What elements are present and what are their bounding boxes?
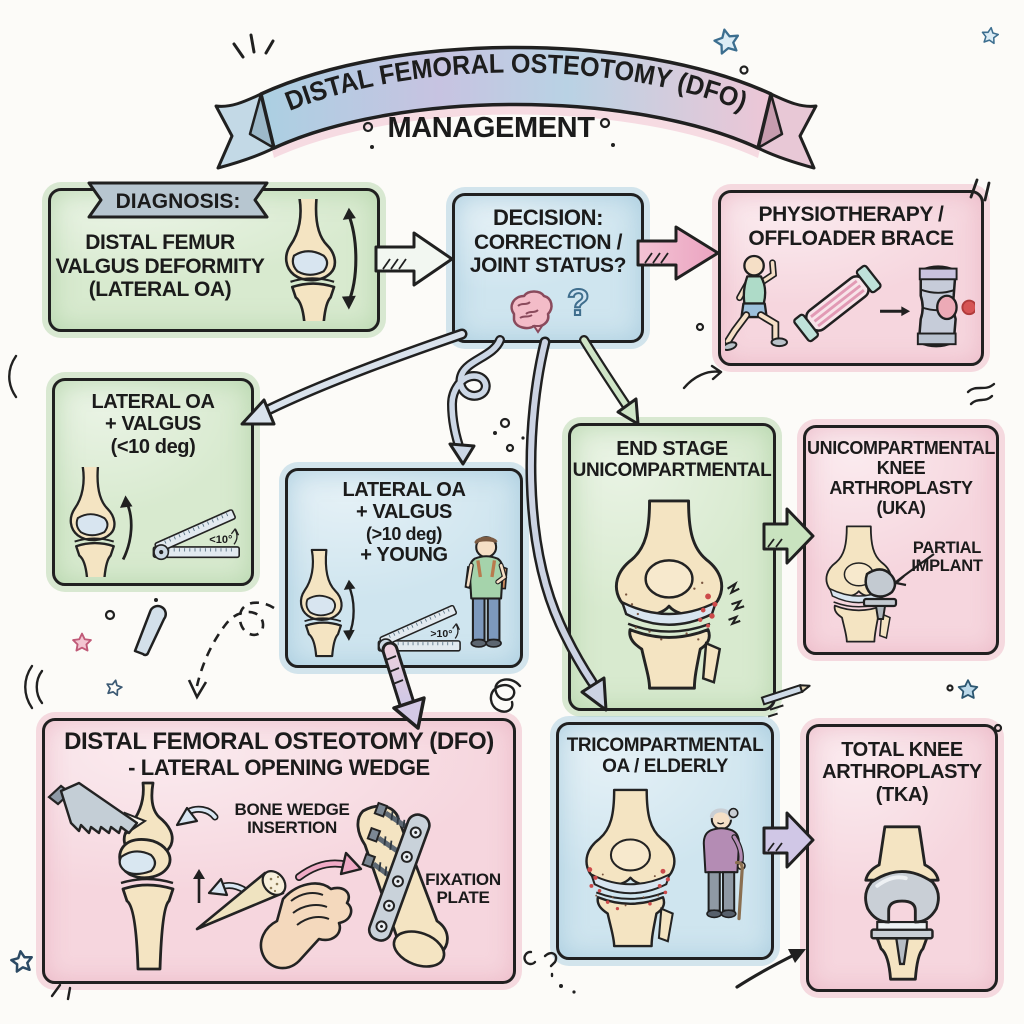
tka-line: (TKA) [875, 783, 929, 806]
title-ribbon-banner: DISTAL FEMORAL OSTEOTOMY (DFO) [214, 45, 818, 170]
up-arrow-icon [193, 869, 205, 903]
physio-icons [725, 254, 975, 351]
oa-knee-front-icon [585, 788, 676, 948]
end-stage-line: UNICOMPARTMENTAL [572, 460, 772, 482]
valgus-major-line: + VALGUS [356, 501, 452, 524]
partial-implant-callout: PARTIAL IMPLANT [911, 539, 983, 575]
inflammation-dots [587, 867, 670, 911]
oa-knee-front-icon [614, 499, 745, 690]
physio-line: OFFLOADER BRACE [748, 226, 954, 250]
decision-box: DECISION: CORRECTION / JOINT STATUS? ? [452, 193, 644, 343]
wedge-direction-arrow [175, 805, 219, 827]
arrow-decision-to-valgus-minor [240, 328, 468, 426]
end-stage-box: END STAGE UNICOMPARTMENTAL [568, 423, 776, 711]
tricomp-line: OA / ELDERLY [602, 756, 728, 778]
uka-line: ARTHROPLASTY [829, 478, 973, 499]
angle-label: <10° [209, 534, 232, 546]
physio-line: PHYSIOTHERAPY / [758, 203, 944, 226]
question-mark-icon: ? [566, 281, 591, 324]
elderly-person-icon [702, 807, 746, 921]
valgus-minor-line: (<10 deg) [110, 435, 196, 458]
pain-squiggles [726, 581, 745, 626]
valgus-minor-line: LATERAL OA [91, 391, 215, 413]
dfo-title-line: DISTAL FEMORAL OSTEOTOMY (DFO) [64, 728, 494, 755]
arrow-decision-to-valgus-major [446, 335, 505, 466]
wedge-tool-doodle [133, 604, 167, 657]
knee-brace-icon [916, 265, 975, 348]
valgus-major-box: LATERAL OA + VALGUS (>10 deg) + YOUNG >1… [285, 468, 523, 668]
resistance-band-icon [793, 264, 882, 343]
lunging-person-icon [725, 254, 788, 351]
stipple-dots [595, 873, 660, 907]
bone-wedge-label: BONE WEDGE INSERTION [234, 800, 350, 838]
knee-side-icon [69, 467, 133, 577]
physiotherapy-box: PHYSIOTHERAPY / OFFLOADER BRACE [718, 190, 984, 366]
dfo-illustration [47, 781, 449, 971]
arrow-decision-to-physio [636, 225, 720, 281]
tka-box: TOTAL KNEE ARTHROPLASTY (TKA) [806, 724, 998, 992]
diagnosis-box: DIAGNOSIS: DISTAL FEMUR VALGUS DEFORMITY… [48, 181, 380, 332]
uka-box: UNICOMPARTMENTAL KNEE ARTHROPLASTY (UKA)… [803, 425, 999, 655]
arrow-diagnosis-to-decision [374, 231, 454, 287]
diagnosis-header: DIAGNOSIS: [116, 190, 241, 213]
bone-wedge-hand-icon [195, 870, 353, 970]
plate-step-arrow [295, 851, 363, 881]
banner-subtitle: MANAGEMENT [387, 112, 595, 144]
diagnosis-ribbon: DIAGNOSIS: [87, 181, 269, 219]
dfo-box: DISTAL FEMORAL OSTEOTOMY (DFO) - LATERAL… [42, 718, 516, 984]
tricompartmental-box: TRICOMPARTMENTAL OA / ELDERLY [556, 722, 774, 960]
dfo-title-line: - LATERAL OPENING WEDGE [128, 754, 430, 780]
end-stage-line: END STAGE [616, 438, 728, 460]
tka-line: TOTAL KNEE [841, 739, 963, 761]
inflammation-dots [698, 593, 718, 628]
valgus-knee-icon [284, 199, 358, 321]
decision-line: JOINT STATUS? [469, 254, 627, 278]
valgus-major-line: LATERAL OA [342, 479, 466, 501]
tricomp-line: TRICOMPARTMENTAL [566, 735, 764, 756]
arrow-right-icon [880, 306, 911, 317]
uka-implant-icon [825, 525, 935, 643]
dashed-doodle-arrow [187, 601, 275, 700]
stipple-dots [624, 581, 704, 641]
diagnosis-line: VALGUS DEFORMITY [55, 254, 265, 278]
tka-line: ARTHROPLASTY [822, 761, 982, 784]
tka-implant-icon [864, 825, 940, 981]
arrow-decision-to-end-stage [579, 335, 640, 426]
uka-line: UNICOMPARTMENTAL [807, 438, 995, 458]
valgus-major-line: (>10 deg) [366, 523, 442, 544]
goniometer-icon: <10° [152, 509, 241, 561]
goniometer-icon: >10° [377, 605, 461, 654]
pain-dot-icon [961, 299, 975, 316]
diagnosis-line: DISTAL FEMUR [85, 231, 235, 254]
valgus-major-line: + YOUNG [360, 543, 448, 566]
decision-line: CORRECTION / [473, 230, 623, 254]
bone-saw-icon [47, 781, 139, 835]
valgus-minor-line: + VALGUS [105, 413, 201, 436]
knee-side-icon [299, 548, 356, 658]
decision-line: DECISION: [492, 205, 604, 230]
valgus-minor-box: LATERAL OA + VALGUS (<10 deg) <10° [52, 378, 254, 586]
osteotomy-knee-icon [118, 781, 175, 971]
uka-line: KNEE [876, 458, 926, 479]
fixation-plate-label: FIXATION PLATE [425, 870, 501, 908]
uka-line: (UKA) [876, 498, 926, 519]
fixation-plate-icon [356, 801, 449, 968]
brain-icon [510, 290, 553, 334]
diagnosis-line: (LATERAL OA) [88, 278, 232, 302]
angle-label: >10° [430, 628, 452, 640]
young-person-icon [464, 536, 508, 648]
